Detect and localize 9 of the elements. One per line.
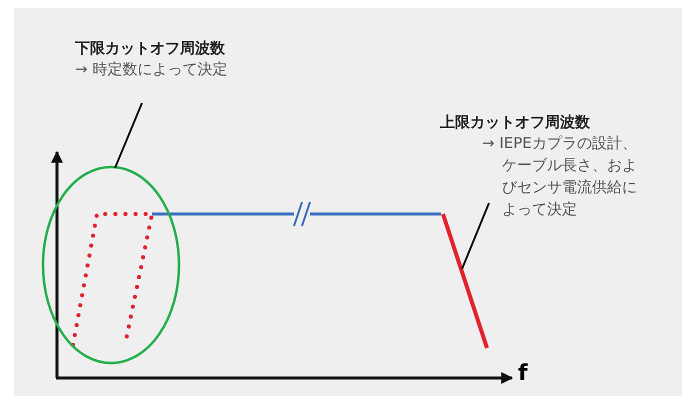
roll-off-line: [441, 213, 489, 349]
leader-line: [461, 202, 490, 270]
heading-text: 上限カットオフ周波数: [440, 112, 591, 132]
highlight-ellipse: [42, 166, 180, 364]
description-text: → IEPEカプラの設計、ケーブル長さ、およびセンサ電流供給によって決定: [481, 133, 638, 220]
description-text: → 時定数によって決定: [75, 59, 228, 80]
axis-label: f: [518, 362, 528, 386]
leader-line: [114, 102, 143, 168]
heading-text: 下限カットオフ周波数: [75, 38, 226, 58]
